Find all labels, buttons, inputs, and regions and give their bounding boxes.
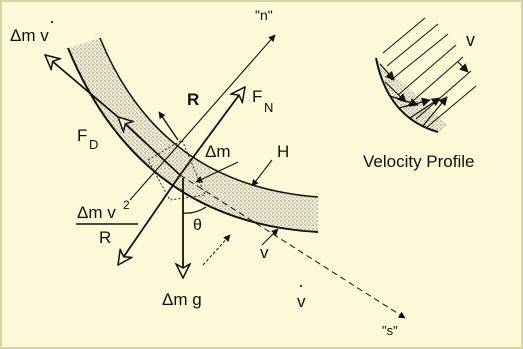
profile-stipple bbox=[378, 60, 447, 132]
radius-arrow bbox=[158, 111, 179, 141]
profile-velocity-label: v bbox=[466, 30, 475, 50]
drag-force-label: F bbox=[77, 126, 87, 145]
profile-bed bbox=[375, 57, 439, 133]
s-axis-label: "s" bbox=[382, 323, 398, 338]
weight-label: Δm g bbox=[162, 290, 202, 309]
profile-vector-6 bbox=[421, 96, 448, 128]
profile-line-3 bbox=[390, 33, 449, 81]
centripetal-denominator: R bbox=[99, 228, 111, 247]
profile-vector-2 bbox=[384, 81, 407, 103]
profile-line-2 bbox=[386, 23, 439, 67]
normal-force-arrow bbox=[179, 87, 245, 176]
drag-force-arrow bbox=[118, 117, 181, 176]
s-axis-line bbox=[179, 174, 406, 319]
centripetal-arrow bbox=[118, 174, 181, 265]
profile-line-1 bbox=[382, 17, 426, 54]
profile-velocity-pointer bbox=[457, 61, 469, 73]
momentum-arrow bbox=[45, 55, 119, 118]
profile-vector-3 bbox=[389, 95, 419, 107]
centripetal-exponent: 2 bbox=[123, 198, 130, 212]
normal-force-label: F bbox=[252, 87, 262, 106]
angle-label: θ bbox=[193, 217, 202, 234]
n-axis-line bbox=[129, 34, 276, 201]
mass-element-box bbox=[147, 139, 206, 201]
normal-force-subscript: N bbox=[264, 100, 273, 115]
drag-force-subscript: D bbox=[89, 137, 98, 152]
velocity-profile-inset: v Velocity Profile bbox=[363, 17, 477, 171]
profile-vector-1 bbox=[379, 63, 395, 81]
n-axis-label: "n" bbox=[255, 7, 273, 23]
flow-bed bbox=[67, 47, 319, 233]
profile-vector-4 bbox=[398, 97, 431, 109]
flow-layer bbox=[68, 38, 318, 232]
momentum-dot: · bbox=[49, 11, 55, 31]
centripetal-numerator: Δm v bbox=[77, 203, 116, 222]
acceleration-label: v bbox=[297, 292, 306, 311]
profile-line-6 bbox=[415, 70, 472, 120]
velocity-pointer bbox=[202, 234, 231, 266]
depth-pointer-top bbox=[251, 159, 273, 187]
radius-label: R bbox=[187, 90, 199, 109]
acceleration-dot: · bbox=[298, 275, 304, 295]
profile-line-7 bbox=[425, 85, 477, 129]
mass-element-label: Δm bbox=[205, 142, 231, 161]
profile-vector-5 bbox=[409, 97, 441, 119]
angle-arc bbox=[182, 206, 207, 214]
velocity-label: v bbox=[260, 243, 269, 262]
momentum-label: Δm v bbox=[10, 26, 49, 45]
depth-pointer-bottom bbox=[261, 228, 279, 246]
depth-label: H bbox=[277, 142, 289, 161]
profile-line-4 bbox=[397, 44, 457, 96]
flow-free-surface bbox=[99, 37, 319, 198]
mass-pointer bbox=[195, 161, 239, 183]
profile-title: Velocity Profile bbox=[363, 152, 475, 171]
